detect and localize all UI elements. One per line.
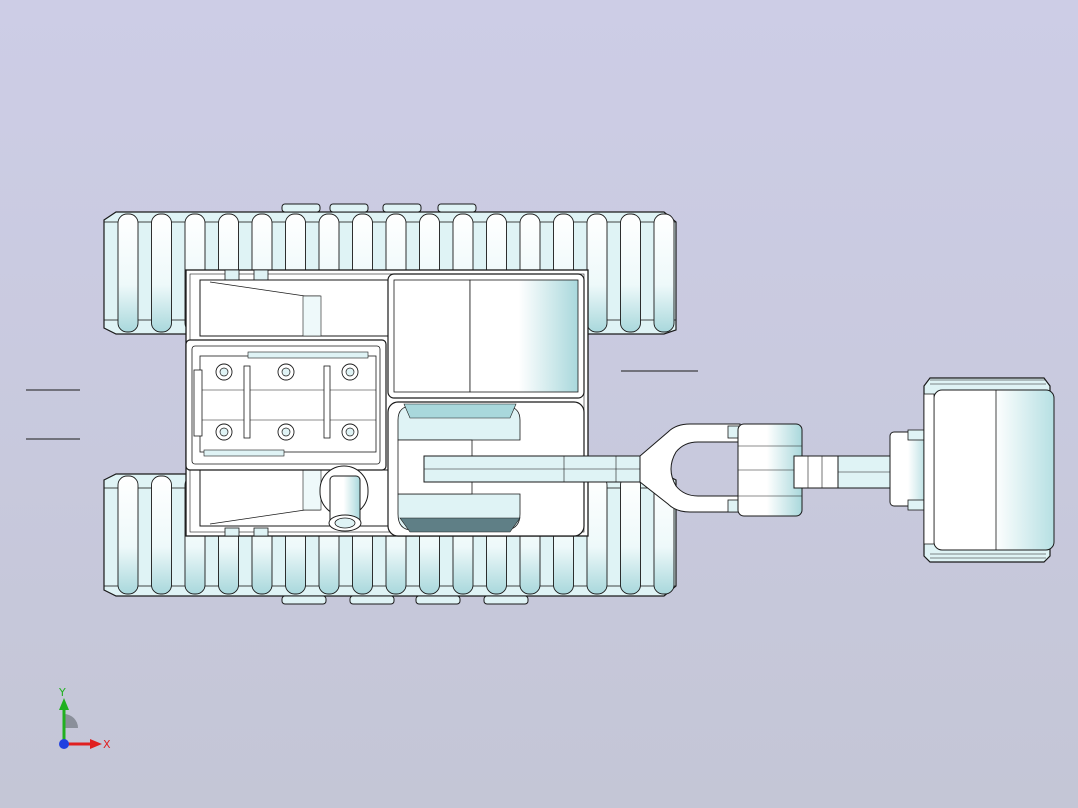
track-tread — [151, 475, 172, 595]
gearbox-bolts — [215, 363, 359, 441]
cylinder-block[interactable] — [387, 273, 585, 399]
bolt-hole — [345, 367, 355, 377]
axis-triad[interactable]: Y X — [40, 680, 130, 760]
xy-plane-indicator — [64, 714, 78, 728]
top-track-rollers — [281, 203, 477, 213]
y-axis-arrow-icon — [59, 698, 69, 710]
bottom-track-rollers — [281, 595, 529, 605]
bolt-hole — [281, 427, 291, 437]
track-tread — [653, 213, 675, 333]
bolt-hole — [281, 367, 291, 377]
track-tread — [620, 475, 641, 595]
y-axis-label: Y — [58, 686, 66, 699]
leader-lines — [26, 370, 698, 440]
x-axis-label: X — [103, 738, 111, 751]
gearbox-frame[interactable] — [185, 339, 387, 471]
bolt-hole — [219, 367, 229, 377]
engine-housing-top[interactable] — [199, 279, 391, 337]
bolt-hole — [219, 427, 229, 437]
z-axis-dot-icon — [59, 739, 69, 749]
track-tread — [151, 213, 172, 333]
boom-arm[interactable] — [423, 423, 933, 517]
track-tread — [586, 475, 608, 595]
track-tread — [117, 475, 139, 595]
exhaust-pipe[interactable] — [319, 465, 369, 532]
track-tread — [117, 213, 139, 333]
bolt-hole — [345, 427, 355, 437]
x-axis-arrow-icon — [90, 739, 102, 749]
track-tread — [586, 213, 608, 333]
track-tread — [620, 213, 641, 333]
bucket[interactable] — [923, 377, 1055, 563]
